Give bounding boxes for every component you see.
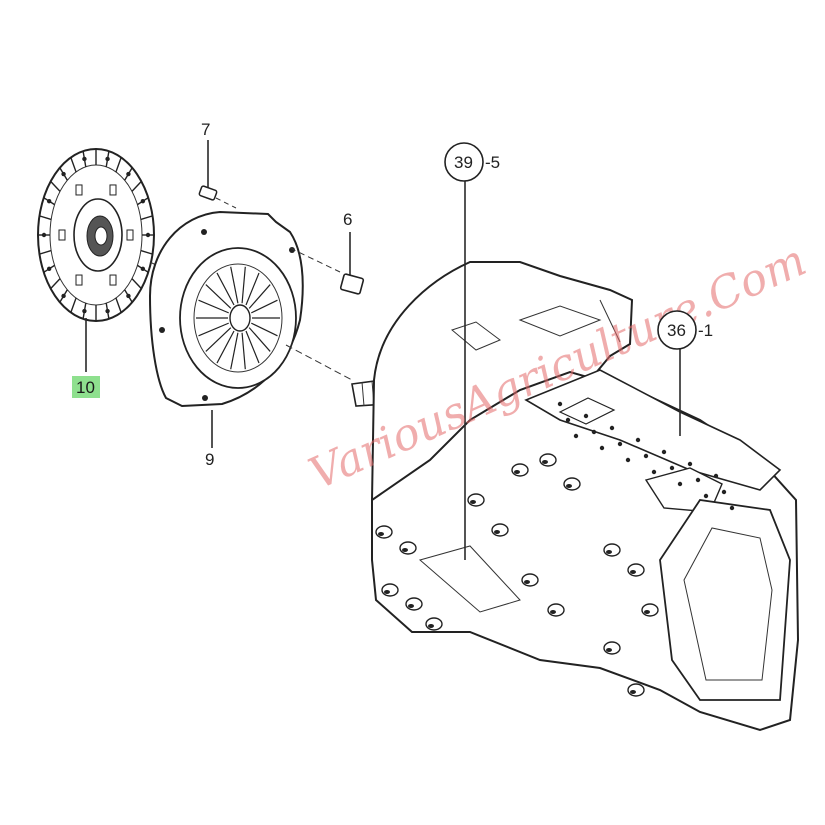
- callout-39-suffix: -5: [485, 153, 500, 172]
- callout-9: 9: [205, 450, 214, 469]
- callout-36-suffix: -1: [698, 321, 713, 340]
- callout-39: 39: [454, 153, 473, 172]
- callout-36: 36: [667, 321, 686, 340]
- callout-36-circle: [657, 310, 697, 350]
- pressure-plate-icon: [148, 210, 353, 448]
- callout-39-circle: [444, 142, 484, 182]
- transmission-housing-icon: [351, 180, 800, 732]
- bolt-icon: [289, 232, 365, 295]
- callout-10-highlight: [72, 376, 100, 398]
- clutch-disc-icon: [37, 148, 171, 372]
- callout-10: 10: [76, 378, 95, 397]
- dowel-pin-icon: [198, 140, 237, 209]
- callout-7: 7: [201, 120, 210, 139]
- callout-6: 6: [343, 210, 352, 229]
